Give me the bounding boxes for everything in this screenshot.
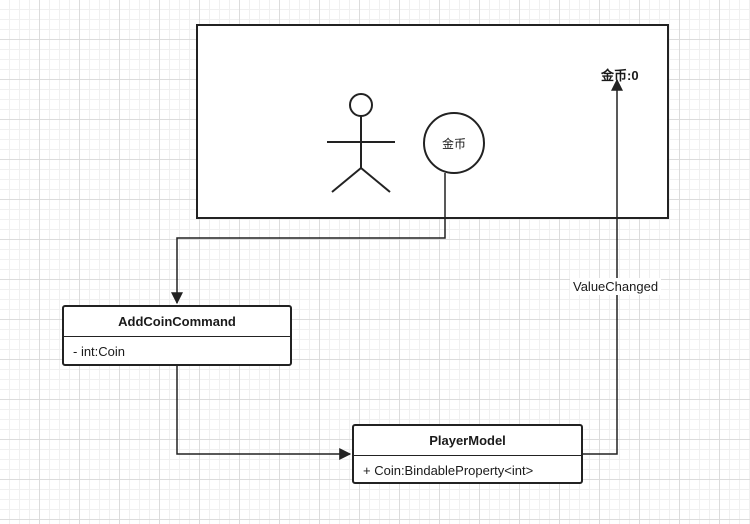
add-coin-command-class[interactable]: AddCoinCommand - int:Coin [62,305,292,366]
player-model-class[interactable]: PlayerModel + Coin:BindableProperty<int> [352,424,583,484]
class-name: PlayerModel [354,426,581,456]
class-field: - int:Coin [73,344,126,359]
value-changed-label: ValueChanged [570,278,662,295]
coin-display-label: 金币:0 [601,68,639,83]
class-fields: + Coin:BindableProperty<int> [354,456,581,486]
modify-connector [176,366,352,460]
class-field: + Coin:BindableProperty<int> [363,463,534,478]
player-actor-icon [327,93,395,193]
class-fields: - int:Coin [64,337,290,367]
click-connector [171,173,446,305]
value-changed-connector [583,78,623,455]
class-name: AddCoinCommand [64,307,290,337]
coin-button[interactable] [423,112,485,174]
coin-button-label: 金币 [441,137,466,151]
